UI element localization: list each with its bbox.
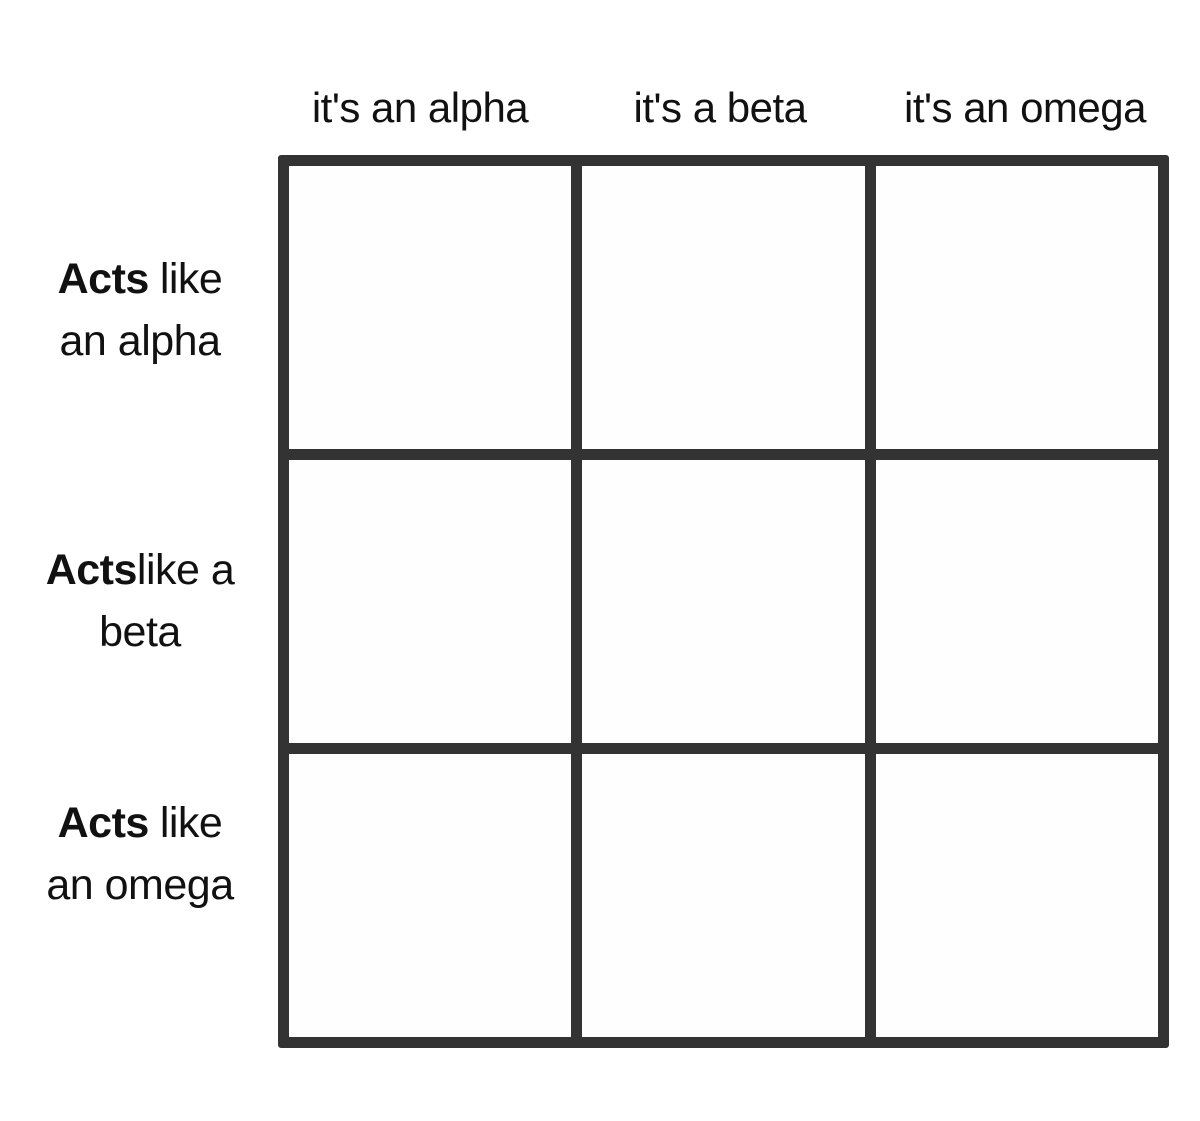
cell-beta-beta <box>582 460 865 743</box>
cell-alpha-omega <box>875 166 1158 449</box>
row-label-text: like <box>159 255 223 303</box>
cell-omega-alpha <box>289 754 572 1037</box>
column-label-beta: it's a beta <box>633 84 807 131</box>
cell-omega-omega <box>875 754 1158 1037</box>
row-label-line2: an alpha <box>59 317 222 365</box>
row-label-beta: Actslike a beta <box>0 539 280 663</box>
cell-alpha-alpha <box>289 166 572 449</box>
alignment-grid <box>278 155 1169 1048</box>
row-label-line2: beta <box>99 608 181 656</box>
cell-alpha-beta <box>582 166 865 449</box>
row-label-bold: Acts <box>57 799 150 847</box>
cell-omega-beta <box>582 754 865 1037</box>
row-label-text: like a <box>136 546 235 594</box>
cell-beta-alpha <box>289 460 572 743</box>
row-label-bold: Acts <box>45 546 138 594</box>
column-label-alpha: it's an alpha <box>311 84 529 131</box>
row-label-bold: Acts <box>57 255 150 303</box>
column-label-omega: it's an omega <box>904 84 1147 131</box>
row-label-text: like <box>159 799 223 847</box>
row-label-line2: an omega <box>46 861 234 909</box>
cell-beta-omega <box>875 460 1158 743</box>
